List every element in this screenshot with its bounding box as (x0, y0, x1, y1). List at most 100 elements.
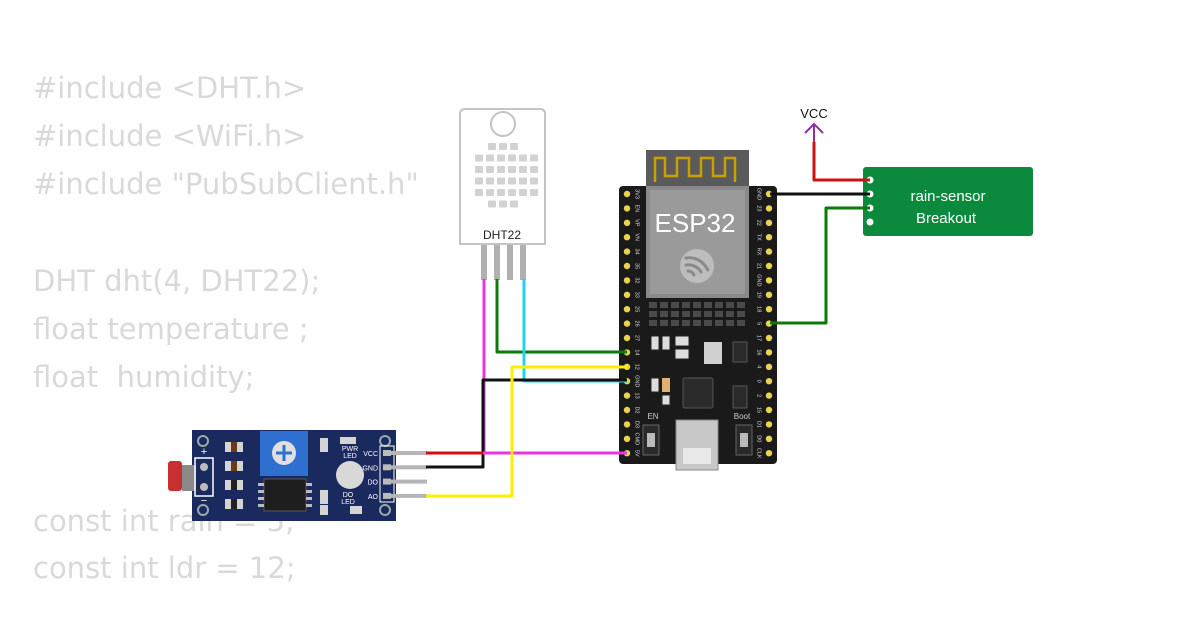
pwr-led-label: PWR (342, 446, 358, 453)
esp32-right-pin-TX[interactable] (765, 234, 773, 241)
esp32-left-pin-VP[interactable] (623, 219, 631, 226)
esp32-right-pin-D0[interactable] (765, 435, 773, 442)
esp32-left-pin-D2[interactable] (623, 406, 631, 414)
esp32-right-pin-RX[interactable] (765, 248, 773, 255)
esp32-right-pin-22[interactable] (765, 219, 773, 226)
esp32-left-pin-label: 26 (634, 321, 640, 327)
esp32-left-pin-33[interactable] (623, 291, 631, 298)
ldr-module[interactable]: + − PWR LED DO LED (168, 430, 427, 521)
esp32-right-pin-15[interactable] (765, 406, 773, 414)
rain-sensor-breakout[interactable]: rain-sensor Breakout (863, 167, 1033, 236)
esp32-right-pin-label: 0 (756, 380, 762, 383)
pwr-led-label-2: LED (343, 453, 357, 460)
esp32-right-pin-19[interactable] (765, 291, 773, 298)
esp32-left-pin-label: 13 (634, 393, 640, 399)
dht22-sensor[interactable]: DHT22 (459, 108, 546, 280)
wire-green-dht-data (495, 279, 627, 354)
esp32-left-pin-label: 14 (634, 349, 640, 355)
esp32-right-pin-label: GND (756, 188, 762, 200)
esp32-left-pin-27[interactable] (623, 334, 631, 342)
esp32-right-pin-label: TX (756, 234, 762, 241)
esp32-right-pin-0[interactable] (765, 378, 773, 385)
en-label: EN (647, 412, 658, 421)
esp32-left-pin-26[interactable] (623, 320, 631, 327)
wire-red-rain-vcc (812, 142, 870, 182)
esp32-left-pin-label: EN (634, 205, 640, 213)
esp32-left-pin-VN[interactable] (623, 234, 631, 241)
esp32-left-pin-34[interactable] (623, 248, 631, 255)
usb-connector (675, 419, 719, 471)
ldr-pin-label-do: DO (368, 480, 379, 487)
esp32-right-pin-21[interactable] (765, 262, 773, 270)
esp32-right-pin-18[interactable] (765, 306, 773, 313)
boot-label: Boot (734, 412, 751, 421)
espressif-logo-icon (680, 249, 714, 283)
esp32-right-pin-label: 4 (756, 365, 762, 368)
code-line-3: #include "PubSubClient.h" (33, 167, 419, 201)
esp32-left-pin-3V3[interactable] (623, 190, 631, 198)
esp32-left-pin-EN[interactable] (623, 205, 631, 212)
esp32-left-pin-35[interactable] (623, 262, 631, 270)
esp32-left-pin-label: 25 (634, 306, 640, 312)
esp32-left-pin-32[interactable] (623, 277, 631, 284)
wire-green-rain-do (770, 206, 870, 325)
ldr-pin-label-vcc: VCC (363, 451, 378, 458)
esp32-right-pin-label: D1 (756, 421, 762, 428)
do-led-label: DO (343, 492, 354, 499)
wire-yellow-ldr-ao (426, 365, 627, 498)
esp32-right-pin-2[interactable] (765, 392, 773, 399)
ldr-pin-do[interactable] (391, 479, 427, 484)
code-line-5: float temperature ; (33, 312, 309, 346)
wire-black-ldr-gnd (426, 378, 627, 469)
boot-button[interactable] (735, 424, 753, 456)
esp32-right-pin-GND[interactable] (765, 277, 773, 284)
esp32-right-pin-16[interactable] (765, 349, 773, 356)
esp32-right-pin-CLK[interactable] (765, 450, 773, 457)
esp32-left-pin-CMD[interactable] (623, 435, 631, 442)
esp32-left-pin-label: 3V3 (634, 189, 640, 199)
esp32-right-pin-label: 15 (756, 407, 762, 413)
esp32-left-pin-label: 35 (634, 263, 640, 269)
esp32-left-pin-label: 5V (634, 450, 640, 457)
ldr-pin-label-ao: AO (368, 494, 379, 501)
esp32-right-pin-label: 2 (756, 394, 762, 397)
esp32-right-pin-label: 5 (756, 322, 762, 325)
esp32-right-pin-label: 23 (756, 205, 762, 211)
esp32-right-pin-label: 22 (756, 220, 762, 226)
ldr-pin-gnd[interactable] (391, 465, 427, 470)
esp32-right-pin-label: 21 (756, 263, 762, 269)
esp32-left-pin-label: 27 (634, 335, 640, 341)
esp32-right-pin-label: GND (756, 274, 762, 286)
esp32-right-pin-GND[interactable] (765, 190, 773, 198)
code-line-2: #include <WiFi.h> (33, 119, 307, 153)
photoresistor (168, 457, 214, 497)
potentiometer[interactable] (260, 431, 308, 476)
esp32-left-pin-label: D3 (634, 421, 640, 428)
vcc-symbol: VCC (800, 106, 828, 142)
vcc-label: VCC (800, 106, 827, 121)
en-button[interactable] (642, 424, 660, 456)
do-led-icon (336, 461, 364, 489)
esp32-right-pin-17[interactable] (765, 334, 773, 342)
esp32-right-pin-label: 16 (756, 349, 762, 355)
esp32-right-pin-label: RX (756, 248, 762, 256)
esp32-left-pin-D3[interactable] (623, 421, 631, 428)
esp32-right-pin-label: CLK (756, 448, 762, 459)
esp32-left-pin-label: GND (634, 375, 640, 387)
ldr-pin-ao[interactable] (391, 493, 427, 498)
esp32-right-pin-23[interactable] (765, 205, 773, 212)
ldr-pin-vcc[interactable] (391, 451, 427, 455)
esp32-left-pin-25[interactable] (623, 306, 631, 313)
plus-label: + (201, 446, 207, 458)
code-line-4: DHT dht(4, DHT22); (33, 264, 321, 298)
esp32-right-pin-4[interactable] (765, 363, 773, 370)
ldr-pin-label-gnd: GND (362, 465, 378, 472)
esp32-right-pin-D1[interactable] (765, 421, 773, 428)
wifi-antenna-trace (653, 156, 737, 182)
esp32-left-pin-label: 34 (634, 249, 640, 255)
esp32-board[interactable]: ESP32 EN Boot (619, 150, 777, 471)
rain-sensor-label: rain-sensor (910, 188, 985, 205)
rain-sensor-sublabel: Breakout (916, 210, 977, 227)
esp32-left-pin-label: VP (634, 219, 640, 227)
esp32-left-pin-13[interactable] (623, 392, 631, 399)
